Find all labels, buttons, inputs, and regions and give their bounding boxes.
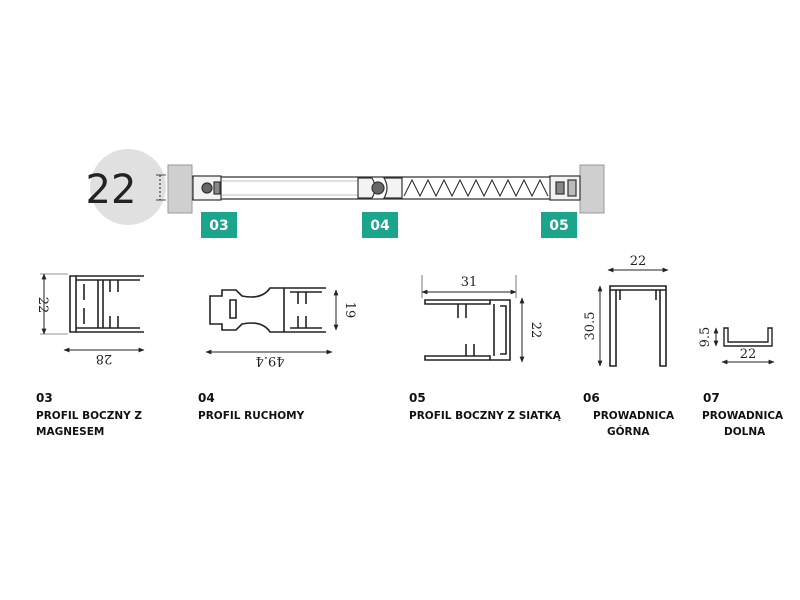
- tag-04-text: 04: [370, 218, 390, 234]
- left-wall: [167, 164, 193, 214]
- right-profile-section: [549, 175, 581, 201]
- profile-07-code: 07: [703, 391, 720, 405]
- profile-03-drawing: 22 28: [35, 273, 145, 366]
- tag-03-text: 03: [209, 218, 228, 234]
- size-badge-text: 22: [86, 167, 137, 213]
- profile-05-height-dim: 22: [528, 322, 543, 339]
- profile-07-height-dim: 9.5: [698, 327, 713, 348]
- profile-05-code: 05: [409, 391, 426, 405]
- assembly-cross-section: 22: [86, 149, 605, 238]
- profile-07-drawing: 9.5 22: [698, 327, 775, 365]
- profile-05-width-dim: 31: [461, 275, 478, 290]
- profile-06-name-line1: PROWADNICA: [593, 410, 675, 422]
- profile-06-name-line2: GÓRNA: [607, 426, 650, 438]
- pleated-mesh: [403, 178, 549, 198]
- profile-05-name: PROFIL BOCZNY Z SIATKĄ: [409, 410, 561, 422]
- size-badge-circle: [90, 149, 166, 225]
- profile-07-width-dim: 22: [740, 347, 757, 362]
- profile-03-code: 03: [36, 391, 53, 405]
- profile-06-height-dim: 30.5: [583, 312, 598, 341]
- profile-04-name: PROFIL RUCHOMY: [198, 410, 305, 422]
- profile-03-name: PROFIL BOCZNY Z MAGNESEM: [36, 410, 143, 439]
- profile-06-width-dim: 22: [630, 254, 647, 269]
- profile-04-drawing: 19 49.4: [205, 287, 357, 368]
- profile-04-code: 04: [198, 391, 215, 405]
- profile-03-height-dim: 22: [35, 297, 50, 314]
- profile-03-width-dim: 28: [96, 351, 113, 366]
- profile-07-name-line2: DOLNA: [724, 426, 766, 438]
- tag-05-text: 05: [549, 218, 568, 234]
- right-wall: [579, 164, 605, 214]
- profile-04-height-dim: 19: [342, 302, 357, 319]
- tag-05: [541, 212, 577, 238]
- tag-03: [201, 212, 237, 238]
- profile-07-name-line1: PROWADNICA: [702, 410, 784, 422]
- moving-profile-section: [357, 177, 403, 199]
- profile-04-width-dim: 49.4: [256, 353, 285, 368]
- tag-04: [362, 212, 398, 238]
- profile-06-drawing: 22 30.5: [583, 254, 669, 367]
- left-profile-section: [192, 175, 222, 201]
- profile-06-code: 06: [583, 391, 600, 405]
- profile-05-drawing: 31 22: [421, 275, 543, 363]
